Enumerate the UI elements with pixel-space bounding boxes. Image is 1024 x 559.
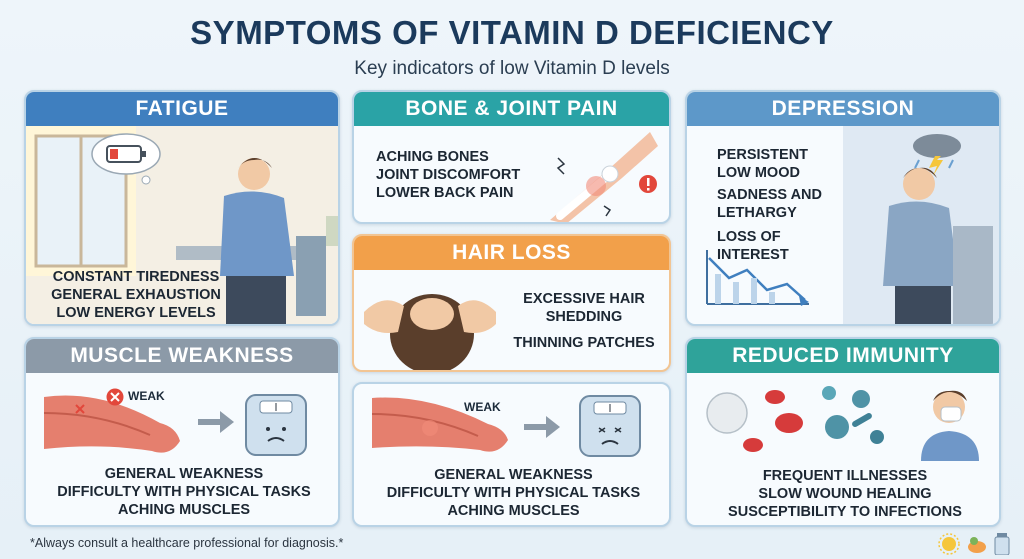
fatigue-title: FATIGUE — [26, 92, 338, 126]
hair-loss-card: HAIR LOSS Excessive hair shedding Thinni… — [352, 234, 671, 372]
sun-icon — [938, 533, 960, 555]
food-icon — [968, 537, 986, 553]
weak-label: WEAK — [128, 389, 165, 403]
immunity-line-3: Susceptibility to infections — [728, 504, 962, 520]
fatigue-line-3: Low energy levels — [56, 305, 216, 321]
alert-icon — [639, 175, 657, 193]
reduced-immunity-title: REDUCED IMMUNITY — [687, 339, 999, 373]
muscle2-line-1: General weakness — [434, 467, 593, 483]
arrow-right-icon — [198, 411, 234, 433]
reduced-immunity-card: REDUCED IMMUNITY Frequent illnesses Slow… — [685, 337, 1001, 527]
depression-card: DEPRESSION Persistent low mood Sadness a… — [685, 90, 1001, 326]
battery-low-icon — [106, 145, 146, 163]
hair-line-3: Thinning patches — [513, 335, 655, 351]
bone-line-2: Joint discomfort — [376, 167, 521, 183]
footer-logos — [938, 533, 1010, 555]
depression-line-1: Persistent — [717, 147, 809, 163]
arm-muscle-illustration — [43, 395, 180, 453]
immunity-line-1: Frequent illnesses — [762, 468, 928, 484]
bone-joint-title: BONE & JOINT PAIN — [354, 92, 669, 126]
bone-line-3: Lower back pain — [376, 185, 514, 201]
muscle-weakness-title: MUSCLE WEAKNESS — [26, 339, 338, 373]
broken-bone-icon — [550, 132, 658, 222]
page-title: SYMPTOMS OF VITAMIN D DEFICIENCY — [190, 14, 834, 51]
scale-icon — [245, 394, 307, 456]
bone-joint-card: BONE & JOINT PAIN Aching bones Joint dis… — [352, 90, 671, 224]
supplement-bottle-icon — [994, 533, 1010, 555]
page-subtitle: Key indicators of low Vitamin D levels — [354, 58, 670, 79]
muscle-line-3: Aching muscles — [117, 502, 251, 518]
scale-icon — [579, 395, 641, 457]
storm-cloud-icon — [913, 134, 961, 176]
weak-label-2: WEAK — [464, 400, 501, 414]
muscle-weakness-card: MUSCLE WEAKNESS WEAK General weakness — [24, 337, 340, 527]
fatigue-line-2: General exhaustion — [51, 287, 221, 303]
muscle2-line-2: Difficulty with physical tasks — [386, 485, 641, 501]
hair-loss-title: HAIR LOSS — [354, 236, 669, 270]
weak-x-icon — [106, 388, 124, 406]
depression-line-3: Sadness and — [717, 187, 823, 203]
bone-line-1: Aching bones — [376, 149, 489, 165]
muscle-weakness-card-2: WEAK General weakness Difficulty with ph… — [352, 382, 671, 527]
muscle2-line-3: Aching muscles — [447, 503, 580, 519]
immune-cells-illustration — [706, 386, 884, 452]
fatigue-line-1: Constant tiredness — [52, 269, 220, 285]
depression-line-5: Loss of interest — [717, 229, 789, 263]
arm-muscle-illustration-2 — [371, 397, 508, 452]
muscle-line-1: General weakness — [104, 466, 264, 482]
declining-chart-icon — [706, 250, 809, 306]
hair-line-2: shedding — [545, 309, 623, 325]
fatigue-card: FATIGUE Constant tiredness General exh — [24, 90, 340, 326]
depression-line-2: low mood — [717, 165, 800, 181]
hair-line-1: Excessive hair — [523, 291, 645, 307]
disclaimer-note: *Always consult a healthcare professiona… — [30, 536, 344, 550]
head-hair-loss-illustration — [364, 294, 496, 370]
muscle-line-2: Difficulty with physical tasks — [57, 484, 311, 500]
depression-title: DEPRESSION — [687, 92, 999, 126]
sick-person-illustration — [921, 390, 979, 461]
depression-illustration — [843, 126, 999, 324]
immunity-line-2: Slow wound healing — [758, 486, 932, 502]
arrow-right-icon — [524, 416, 560, 438]
depression-line-4: lethargy — [717, 205, 797, 221]
